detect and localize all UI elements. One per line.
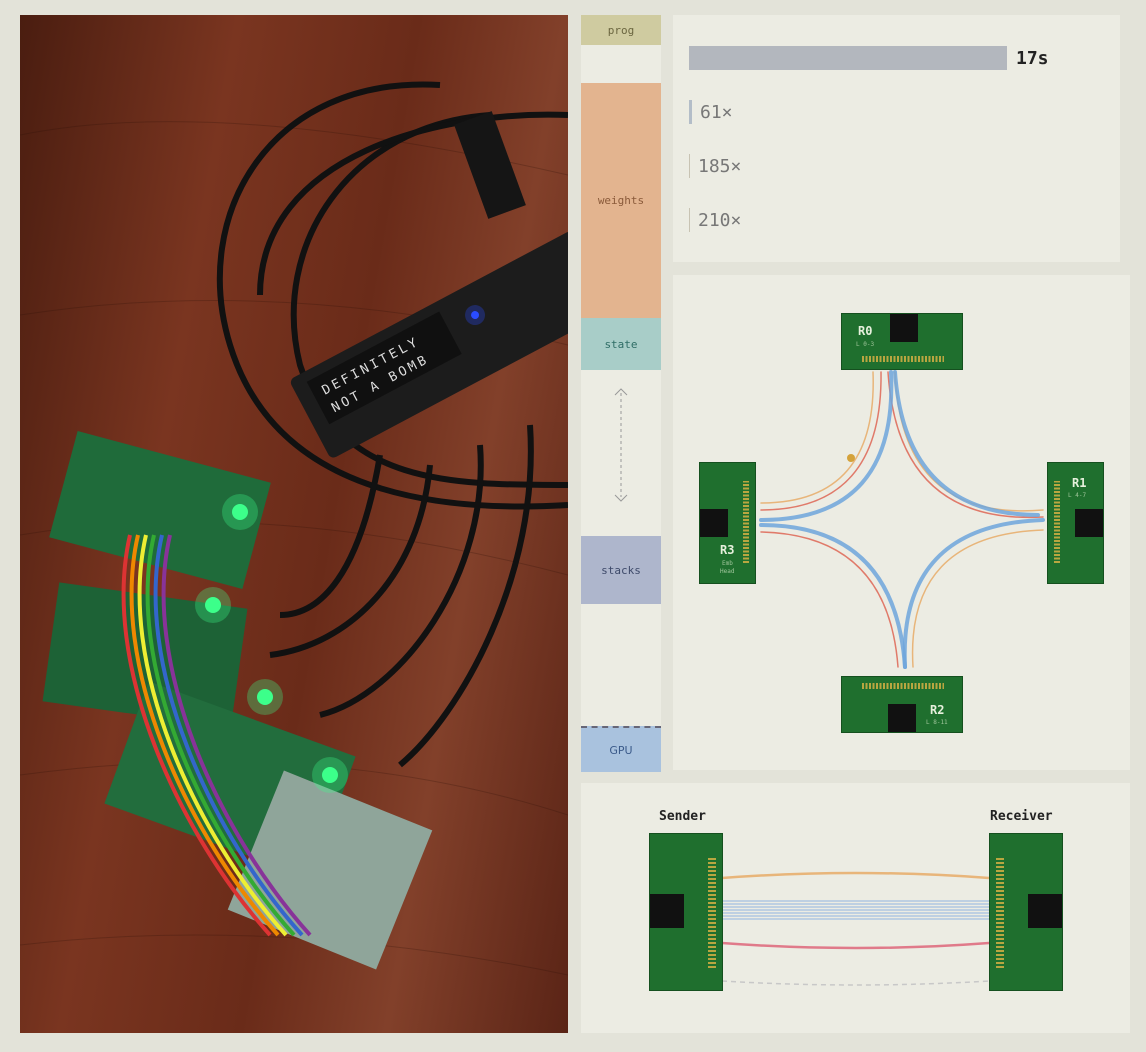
- timing-bar-baseline: 17s: [689, 46, 1049, 70]
- receiver-label: Receiver: [990, 809, 1053, 824]
- segment-label: prog: [607, 23, 635, 37]
- node-name: R3: [720, 543, 735, 557]
- chip: [888, 704, 916, 732]
- node-name: R0: [858, 324, 873, 338]
- timing-bar-210x: 210×: [689, 208, 741, 232]
- link-r1-r2: [911, 529, 1044, 668]
- packet-dot: [847, 454, 855, 462]
- bar-label: 17s: [1016, 47, 1049, 69]
- link-r0-r1: [893, 370, 1040, 517]
- bar-label: 61×: [700, 101, 733, 123]
- chip: [650, 894, 684, 928]
- sender-label: Sender: [659, 809, 706, 824]
- link-wires: [721, 871, 990, 986]
- node-layers: L 8-11: [926, 719, 948, 726]
- double-headed-dotted-arrow-icon: [614, 388, 628, 502]
- node-layers: L 0-3: [856, 341, 875, 348]
- bar-label: 210×: [698, 209, 742, 231]
- link-r3-r0: [760, 371, 882, 511]
- segment-state: state: [581, 318, 661, 370]
- usb-hub: DEFINITELY NOT A BOMB: [290, 231, 568, 458]
- link-r1-r2: [902, 518, 1045, 669]
- bar-label: 185×: [698, 155, 742, 177]
- hardware-photo: DEFINITELY NOT A BOMB: [20, 15, 568, 1033]
- chip: [1075, 509, 1103, 537]
- pin-header: [1054, 481, 1060, 563]
- segment-label: GPU: [609, 743, 633, 757]
- ring-links: [759, 370, 1045, 669]
- bar-fill: [689, 154, 690, 178]
- link-panel: Sender Receiver: [581, 783, 1130, 1033]
- segment-label: stacks: [601, 563, 641, 577]
- segment-label: weights: [597, 194, 645, 207]
- segment-prog: prog: [581, 15, 661, 45]
- receiver-board: [989, 833, 1063, 991]
- pin-header: [996, 856, 1004, 968]
- pcb-stack: [42, 430, 433, 970]
- timing-panel: 17s 61× 185× 210×: [673, 15, 1120, 262]
- segment-stacks: stacks: [581, 536, 661, 604]
- segment-label: state: [604, 337, 638, 351]
- node-name: R1: [1072, 476, 1087, 490]
- chip: [700, 509, 728, 537]
- link-r3-r0: [760, 371, 874, 504]
- node-role: Head: [720, 568, 735, 575]
- memory-strip: prog weights state stacks GPU: [581, 15, 661, 772]
- segment-gpu: GPU: [581, 726, 661, 772]
- link-r0-r1: [894, 371, 1044, 512]
- wire-ack: [721, 941, 990, 950]
- pin-header: [862, 683, 944, 689]
- node-r0: R0 L 0-3: [841, 313, 963, 370]
- chip: [890, 314, 918, 342]
- timing-bar-61x: 61×: [689, 100, 733, 124]
- node-layers: L 4-7: [1068, 492, 1087, 499]
- link-r3-r0: [759, 370, 894, 522]
- node-r3: R3 Emb Head: [699, 462, 756, 584]
- pin-header: [862, 356, 944, 362]
- sender-board: [649, 833, 723, 991]
- link-r2-r3: [759, 523, 907, 669]
- node-role: Emb: [722, 560, 733, 567]
- photo-svg: DEFINITELY NOT A BOMB: [20, 81, 568, 976]
- segment-weights: weights: [581, 83, 661, 318]
- timing-bar-185x: 185×: [689, 154, 741, 178]
- wire-ground: [721, 980, 990, 986]
- node-name: R2: [930, 703, 945, 717]
- bar-fill: [689, 208, 690, 232]
- link-r2-r3: [760, 531, 899, 668]
- link-r0-r1: [887, 371, 1044, 519]
- node-r2: R2 L 8-11: [841, 676, 963, 733]
- pin-header: [743, 481, 749, 563]
- ring-topology-panel: R0 L 0-3 R1 L 4-7 R2 L 8-11 R3 Emb Head: [673, 275, 1130, 770]
- bar-fill: [689, 100, 692, 124]
- wire-clock: [721, 871, 990, 880]
- bar-fill: [689, 46, 1007, 70]
- node-r1: R1 L 4-7: [1047, 462, 1104, 584]
- chip: [1028, 894, 1062, 928]
- pin-header: [708, 856, 716, 968]
